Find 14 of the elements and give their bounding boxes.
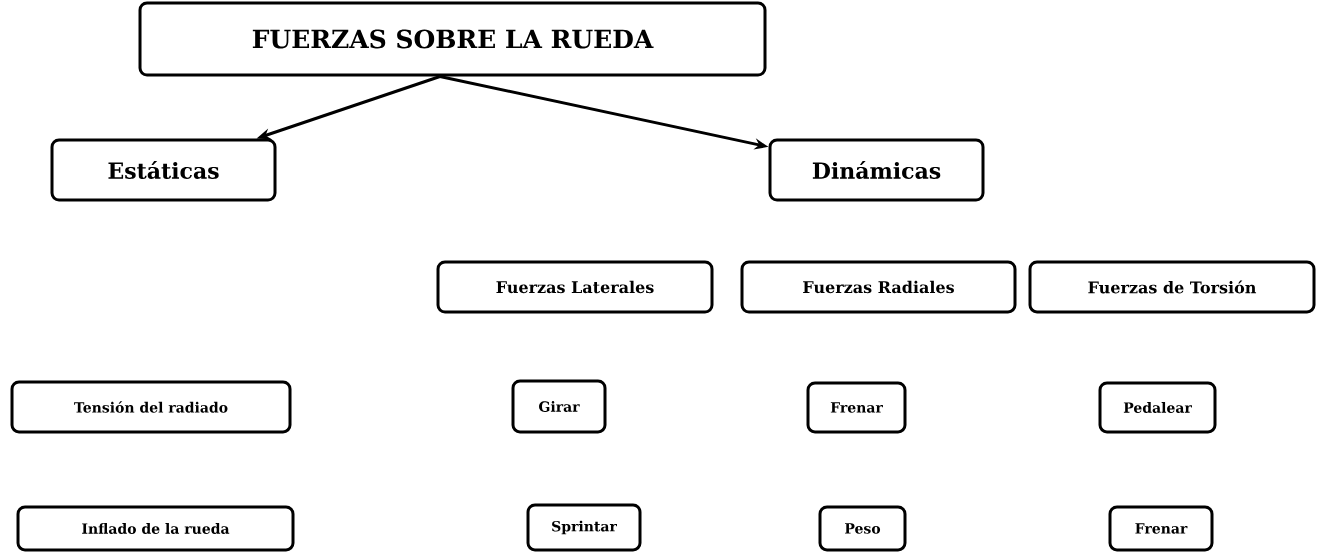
concept-box: Inflado de la rueda [16,505,295,552]
concept-box: Pedalear [1098,381,1217,434]
concept-box: Frenar [1108,505,1214,552]
concept-box: Sprintar [526,503,642,552]
concept-box: FUERZAS SOBRE LA RUEDA [138,1,767,77]
concept-box: Tensión del radiado [10,380,292,434]
concept-box: Frenar [806,381,907,434]
concept-box: Girar [511,379,607,434]
concept-box: Fuerzas Laterales [436,260,714,314]
concept-box: Fuerzas de Torsión [1028,260,1316,314]
concept-box: Fuerzas Radiales [740,260,1017,314]
concept-box: Dinámicas [768,138,985,202]
concept-box: Estáticas [50,138,277,202]
concept-box: Peso [818,505,907,552]
